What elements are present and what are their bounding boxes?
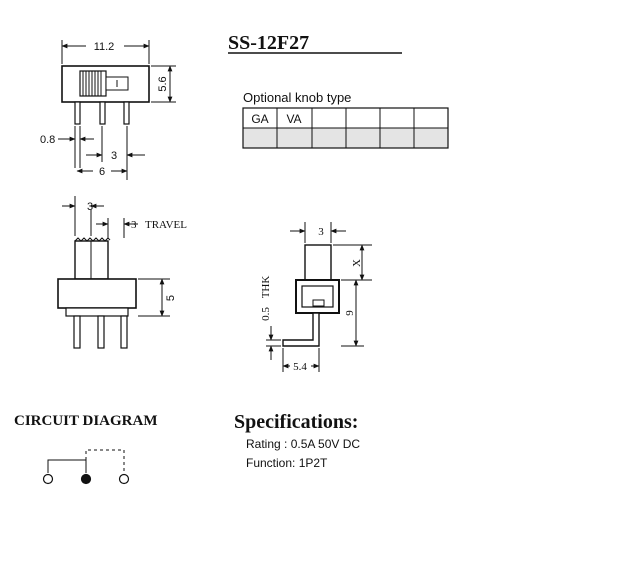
travel-label: TRAVEL xyxy=(145,219,187,231)
dim-height: 5.6 xyxy=(157,76,169,91)
dim-pitch: 3 xyxy=(111,150,117,162)
dim-width: 11.2 xyxy=(94,41,115,53)
terminal-common xyxy=(80,473,92,485)
knob-cell: GA xyxy=(251,112,268,126)
spec-rating: Rating : 0.5A 50V DC xyxy=(246,437,360,451)
knob-type-heading: Optional knob type xyxy=(243,90,351,105)
circuit-diagram xyxy=(42,449,130,485)
top-view: 11.2 5.6 0.8 3 6 xyxy=(40,40,176,180)
front-view-body xyxy=(57,278,137,309)
front-view-pin xyxy=(120,315,128,349)
top-view-knob xyxy=(79,70,107,97)
dim-total-height: 9 xyxy=(344,310,356,316)
spec-function: Function: 1P2T xyxy=(246,456,328,470)
dim-knob: 3 xyxy=(87,201,93,213)
dim-side-knob: 3 xyxy=(318,226,324,238)
side-view-knob xyxy=(304,244,332,281)
dim-thickness: 0.5 xyxy=(260,307,272,321)
terminal-open xyxy=(42,473,54,485)
dim-body-height: 5 xyxy=(165,295,177,301)
dim-travel: 3 xyxy=(131,219,137,231)
knob-type-table: GA VA xyxy=(242,107,449,149)
dim-span: 6 xyxy=(99,166,105,178)
top-view-pin xyxy=(74,101,81,125)
front-view-pin xyxy=(73,315,81,349)
part-title: SS-12F27 xyxy=(228,32,309,54)
knob-cell: VA xyxy=(286,112,301,126)
dim-pin: 0.8 xyxy=(40,134,55,146)
thickness-label: THK xyxy=(260,276,272,299)
side-view: 3 X 9 0.5 THK 5.4 xyxy=(260,222,372,373)
top-view-pin xyxy=(99,101,106,125)
side-view-lead xyxy=(282,312,320,347)
front-view-pin xyxy=(97,315,105,349)
dim-bend: 5.4 xyxy=(293,361,307,373)
circuit-diagram-heading: CIRCUIT DIAGRAM xyxy=(14,413,157,429)
specifications-heading: Specifications: xyxy=(234,411,358,433)
front-view: 3 3 TRAVEL 5 xyxy=(57,196,187,349)
top-view-pin xyxy=(123,101,130,125)
dim-x: X xyxy=(351,259,363,267)
terminal-open xyxy=(118,473,130,485)
